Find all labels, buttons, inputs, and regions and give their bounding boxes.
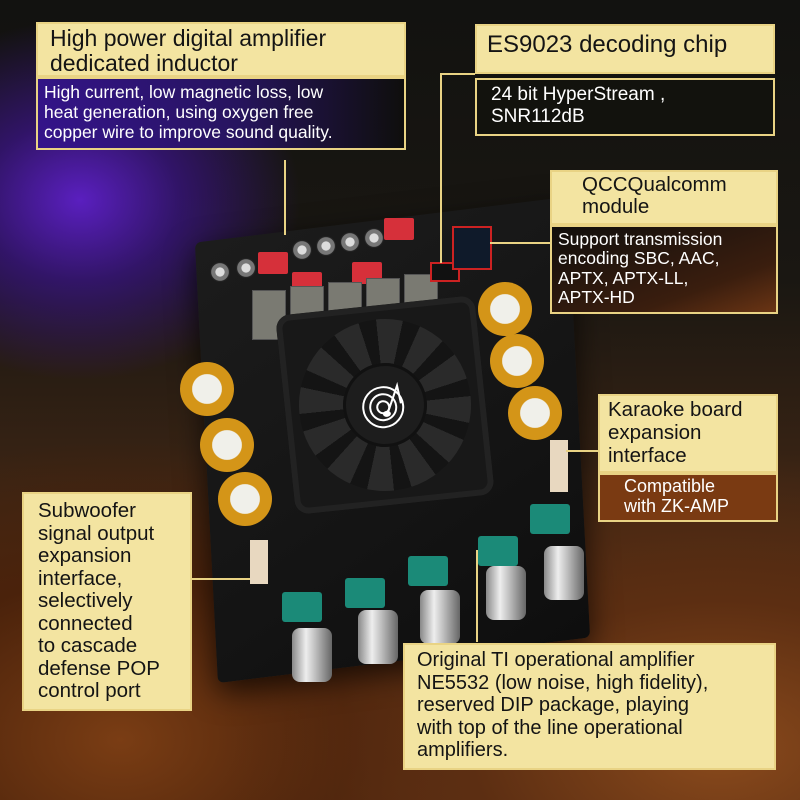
callout-karaoke-description: Compatible with ZK-AMP xyxy=(598,472,778,523)
callout-qualcomm: QCCQualcomm module Support transmission … xyxy=(550,170,778,314)
title-line: expansion xyxy=(608,420,702,444)
leader-line-opamp xyxy=(476,550,478,642)
callout-line: selectively xyxy=(38,589,133,613)
treble-knob[interactable] xyxy=(358,610,398,664)
description-line: with ZK-AMP xyxy=(624,495,730,516)
callout-line: Original TI operational amplifier xyxy=(417,649,695,671)
gain-knob[interactable] xyxy=(544,546,584,600)
callout-decoder: ES9023 decoding chip 24 bit HyperStream … xyxy=(475,24,775,136)
title-line: Karaoke board xyxy=(608,398,743,421)
speaker-terminal-screw xyxy=(292,240,312,260)
description-line: APTX, APTX-LL, xyxy=(558,267,689,288)
callout-line: control port xyxy=(38,679,141,703)
cooling-fan xyxy=(275,295,495,515)
leader-line-qualcomm xyxy=(490,242,552,244)
electrolytic-capacitor xyxy=(478,282,532,336)
callout-qualcomm-description: Support transmission encoding SBC, AAC, … xyxy=(550,225,778,314)
title-line: High power digital amplifier xyxy=(50,25,327,51)
subwoofer-expansion-connector xyxy=(250,540,268,584)
leader-line-karaoke xyxy=(566,450,598,452)
leader-line-decoder xyxy=(440,73,442,263)
leader-line-decoder xyxy=(440,73,475,75)
power-terminal-screw xyxy=(236,258,256,278)
potentiometer xyxy=(530,504,570,534)
description-line: heat generation, using oxygen free xyxy=(44,102,314,123)
callout-inductor: High power digital amplifier dedicated i… xyxy=(36,22,406,151)
film-capacitor xyxy=(258,252,288,274)
speaker-terminal-screw xyxy=(340,232,360,252)
karaoke-expansion-connector xyxy=(550,440,568,492)
description-line: 24 bit HyperStream , xyxy=(491,84,666,105)
sub-knob[interactable] xyxy=(486,566,526,620)
callout-karaoke: Karaoke board expansion interface Compat… xyxy=(598,394,778,523)
potentiometer xyxy=(282,592,322,622)
title-line: QCCQualcomm xyxy=(582,173,727,196)
callout-line: amplifiers. xyxy=(417,739,509,762)
description-line: High current, low magnetic loss, low xyxy=(44,82,324,102)
leader-line-subwoofer xyxy=(190,578,250,580)
film-capacitor xyxy=(384,218,414,240)
electrolytic-capacitor xyxy=(180,362,234,416)
callout-inductor-description: High current, low magnetic loss, low hea… xyxy=(36,77,406,151)
callout-line: with top of the line operational xyxy=(417,716,683,739)
title-line: interface xyxy=(608,443,687,467)
electrolytic-capacitor xyxy=(490,334,544,388)
callout-subwoofer: Subwoofer signal output expansion interf… xyxy=(22,492,192,711)
speaker-terminal-screw xyxy=(316,236,336,256)
potentiometer xyxy=(408,556,448,586)
volume-knob[interactable] xyxy=(292,628,332,682)
fan-logo-icon xyxy=(338,358,432,452)
speaker-terminal-screw xyxy=(364,228,384,248)
potentiometer xyxy=(478,536,518,566)
callout-inductor-title: High power digital amplifier dedicated i… xyxy=(36,22,406,77)
bluetooth-module xyxy=(452,226,492,270)
callout-opamp: Original TI operational amplifier NE5532… xyxy=(403,643,776,770)
callout-line: expansion xyxy=(38,544,132,568)
callout-line: defense POP xyxy=(38,656,160,680)
callout-line: connected xyxy=(38,611,133,635)
potentiometer xyxy=(345,578,385,608)
callout-line: Subwoofer xyxy=(38,499,137,522)
callout-line: interface, xyxy=(38,566,123,590)
leader-line-inductor xyxy=(284,160,286,235)
description-line: Support transmission xyxy=(558,229,723,249)
power-terminal-screw xyxy=(210,262,230,282)
bass-knob[interactable] xyxy=(420,590,460,644)
callout-decoder-title: ES9023 decoding chip xyxy=(475,24,775,74)
callout-line: reserved DIP package, playing xyxy=(417,694,690,717)
description-line: encoding SBC, AAC, xyxy=(558,248,720,269)
electrolytic-capacitor xyxy=(200,418,254,472)
title-line: dedicated inductor xyxy=(50,49,238,76)
title-line: module xyxy=(582,195,650,219)
title-line: ES9023 decoding chip xyxy=(487,31,728,58)
callout-line: signal output xyxy=(38,521,155,545)
description-line: copper wire to improve sound quality. xyxy=(44,122,333,143)
callout-line: NE5532 (low noise, high fidelity), xyxy=(417,671,709,694)
electrolytic-capacitor xyxy=(218,472,272,526)
electrolytic-capacitor xyxy=(508,386,562,440)
callout-decoder-description: 24 bit HyperStream , SNR112dB xyxy=(475,78,775,136)
description-line: Compatible xyxy=(624,475,716,496)
callout-karaoke-title: Karaoke board expansion interface xyxy=(598,394,778,473)
callout-qualcomm-title: QCCQualcomm module xyxy=(550,170,778,225)
description-line: APTX-HD xyxy=(558,286,635,307)
description-line: SNR112dB xyxy=(491,105,585,127)
callout-line: to cascade xyxy=(38,634,138,658)
